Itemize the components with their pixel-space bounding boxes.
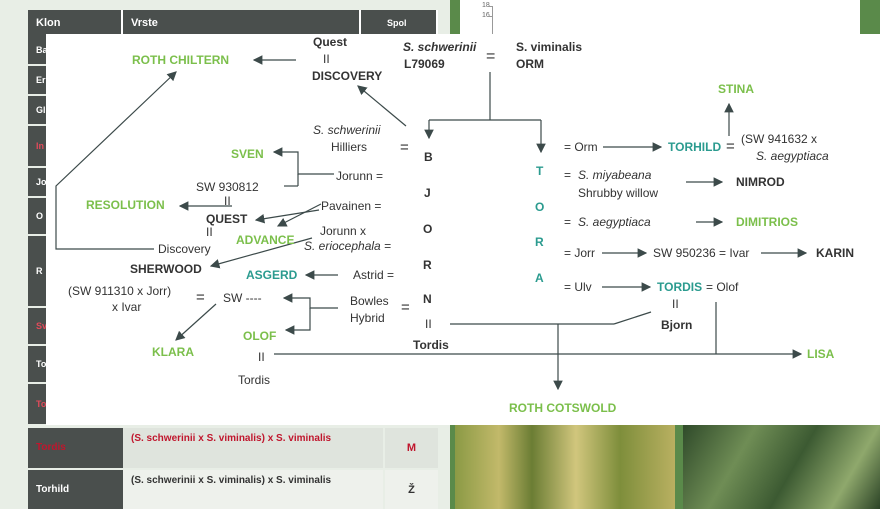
node-sw930812: SW 930812 bbox=[196, 180, 259, 194]
node-jorunn-x: Jorunn x bbox=[320, 224, 367, 238]
ii-quest-top: II bbox=[323, 52, 330, 66]
axis-tick-18: 18 bbox=[482, 2, 490, 9]
bjorn-letter-o: O bbox=[423, 222, 433, 236]
node-klara: KLARA bbox=[152, 345, 194, 359]
eq-bowles: = bbox=[401, 299, 410, 316]
node-eq-orm: = Orm bbox=[564, 140, 598, 154]
bjorn-letter-j: J bbox=[424, 186, 431, 200]
node-shrubby-willow: Shrubby willow bbox=[578, 186, 659, 200]
axis-tick-16: 16 bbox=[482, 12, 490, 19]
node-sw941632: (SW 941632 x bbox=[741, 132, 818, 146]
willow-pedigree-diagram: ROTH CHILTERN Quest II DISCOVERY S. schw… bbox=[46, 34, 880, 425]
node-hilliers: Hilliers bbox=[331, 140, 367, 154]
willow-leaves-photo bbox=[683, 425, 880, 509]
bjorn-letter-b: B bbox=[424, 150, 433, 164]
node-s-schwerinii-top: S. schwerinii bbox=[403, 40, 477, 54]
eq-sw: = bbox=[196, 289, 205, 306]
node-s-aegyptiaca-2: S. aegyptiaca bbox=[578, 215, 651, 229]
node-asgerd: ASGERD bbox=[246, 268, 298, 282]
ii-resolution: II bbox=[224, 194, 231, 208]
node-nimrod: NIMROD bbox=[736, 175, 785, 189]
row-torhild-klon: Torhild bbox=[28, 470, 123, 509]
tora-letter-r: R bbox=[535, 235, 544, 249]
eq-b: = bbox=[400, 139, 409, 156]
node-s-miyabeana: S. miyabeana bbox=[578, 168, 652, 182]
table-row: Torhild (S. schwerinii x S. viminalis) x… bbox=[28, 470, 438, 509]
eq-miyabeana: = bbox=[564, 168, 572, 182]
node-resolution: RESOLUTION bbox=[86, 198, 165, 212]
node-roth-chiltern: ROTH CHILTERN bbox=[132, 53, 230, 67]
ii-olof: II bbox=[258, 350, 265, 364]
row-tordis-vrste: (S. schwerinii x S. viminalis) x S. vimi… bbox=[123, 428, 383, 468]
node-sherwood: SHERWOOD bbox=[130, 262, 202, 276]
node-s-aegyptiaca-1: S. aegyptiaca bbox=[756, 149, 829, 163]
eq-aegyptiaca: = bbox=[564, 215, 572, 229]
ii-tordis: II bbox=[672, 297, 679, 311]
node-eq-ulv: = Ulv bbox=[564, 280, 592, 294]
tora-letter-a: A bbox=[535, 271, 544, 285]
table-row: Tordis (S. schwerinii x S. viminalis) x … bbox=[28, 428, 438, 468]
node-eq-olof: = Olof bbox=[706, 280, 739, 294]
eq-torhild: = bbox=[726, 138, 735, 155]
node-olof: OLOF bbox=[243, 329, 277, 343]
node-pavainen: Pavainen = bbox=[321, 199, 382, 213]
node-x-ivar: x Ivar bbox=[112, 300, 142, 314]
node-sven: SVEN bbox=[231, 147, 264, 161]
node-sw911310: (SW 911310 x Jorr) bbox=[68, 284, 172, 298]
header-vrste: Vrste bbox=[123, 10, 361, 36]
tora-letter-t: T bbox=[536, 164, 544, 178]
node-tordis-low: Tordis bbox=[238, 373, 271, 387]
node-quest-parent: Quest bbox=[313, 35, 348, 49]
node-torhild: TORHILD bbox=[668, 140, 722, 154]
row-torhild-vrste: (S. schwerinii x S. viminalis) x S. vimi… bbox=[123, 470, 383, 509]
node-dimitrios: DIMITRIOS bbox=[736, 215, 798, 229]
header-klon: Klon bbox=[28, 10, 123, 36]
node-orm-top: ORM bbox=[516, 57, 544, 71]
node-s-schwerinii-mid: S. schwerinii bbox=[313, 123, 381, 137]
node-eq-jorr: = Jorr bbox=[564, 246, 596, 260]
eq-top: = bbox=[486, 48, 496, 65]
node-bowles: Bowles bbox=[350, 294, 389, 308]
node-stina: STINA bbox=[718, 82, 754, 96]
ii-quest-mid: II bbox=[206, 225, 213, 239]
node-jorunn: Jorunn = bbox=[336, 169, 384, 183]
node-bjorn-name: Bjorn bbox=[661, 318, 693, 332]
row-tordis-spol: M bbox=[385, 428, 438, 468]
bjorn-letter-n: N bbox=[423, 292, 432, 306]
node-sw950236: SW 950236 = Ivar bbox=[653, 246, 750, 260]
node-advance: ADVANCE bbox=[236, 233, 295, 247]
node-sw-dash: SW ---- bbox=[223, 291, 262, 305]
willow-stems-photo bbox=[455, 425, 675, 509]
node-tordis-bjorn: Tordis bbox=[413, 338, 449, 352]
node-l79069: L79069 bbox=[404, 57, 445, 71]
node-roth-cotswold: ROTH COTSWOLD bbox=[509, 401, 617, 415]
node-s-eriocephala: S. eriocephala = bbox=[304, 239, 392, 253]
background-chart-fragment: 18 16 bbox=[460, 0, 860, 40]
node-karin: KARIN bbox=[816, 246, 854, 260]
node-lisa: LISA bbox=[807, 347, 835, 361]
node-quest-mid: QUEST bbox=[206, 212, 248, 226]
row-torhild-spol: Ž bbox=[385, 470, 438, 509]
node-s-viminalis-top: S. viminalis bbox=[516, 40, 583, 54]
node-discovery-mid: Discovery bbox=[158, 242, 211, 256]
node-discovery: DISCOVERY bbox=[312, 69, 383, 83]
tora-letter-o: O bbox=[535, 200, 545, 214]
table-header: Klon Vrste Spol bbox=[28, 10, 438, 36]
header-spol: Spol bbox=[361, 10, 438, 36]
node-hybrid: Hybrid bbox=[350, 311, 385, 325]
node-tordis-t: TORDIS bbox=[657, 280, 703, 294]
node-astrid: Astrid = bbox=[353, 268, 395, 282]
bjorn-letter-r: R bbox=[423, 258, 432, 272]
diagram-connectors bbox=[55, 55, 808, 391]
ii-bjorn: II bbox=[425, 317, 432, 331]
row-tordis-klon: Tordis bbox=[28, 428, 123, 468]
